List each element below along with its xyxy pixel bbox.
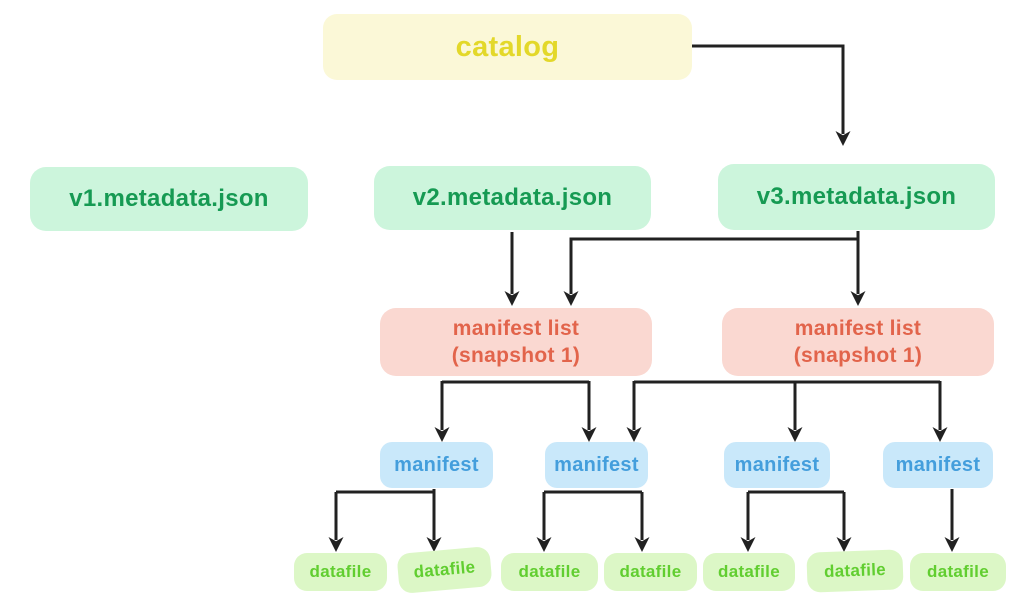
datafile-node-6: datafile	[806, 549, 904, 593]
metadata-node-v3: v3.metadata.json	[718, 164, 995, 230]
datafile-node-5: datafile	[703, 553, 795, 591]
manifest-list-2-line1: manifest list	[794, 317, 922, 340]
datafile-node-3: datafile	[501, 553, 598, 591]
manifest-node-3: manifest	[724, 442, 830, 488]
datafile-node-2: datafile	[396, 546, 493, 594]
manifest-list-node-2: manifest list (snapshot 1)	[722, 308, 994, 376]
arrow-catalog-to-v3	[692, 44, 851, 146]
manifest-list-1-line1: manifest list	[452, 317, 580, 340]
manifest-node-1: manifest	[380, 442, 493, 488]
datafile-node-1: datafile	[294, 553, 387, 591]
datafile-node-4: datafile	[604, 553, 697, 591]
metadata-node-v2: v2.metadata.json	[374, 166, 651, 230]
datafile-node-7: datafile	[910, 553, 1006, 591]
arrow-v3-to-manifest-list-1	[563, 237, 858, 306]
catalog-node: catalog	[323, 14, 692, 80]
connector-manifest-1	[336, 489, 436, 494]
manifest-node-4: manifest	[883, 442, 993, 488]
manifest-node-2: manifest	[545, 442, 648, 488]
metadata-node-v1: v1.metadata.json	[30, 167, 308, 231]
manifest-list-2-line2: (snapshot 1)	[793, 344, 923, 367]
manifest-list-1-line2: (snapshot 1)	[451, 344, 581, 367]
manifest-list-node-1: manifest list (snapshot 1)	[380, 308, 652, 376]
